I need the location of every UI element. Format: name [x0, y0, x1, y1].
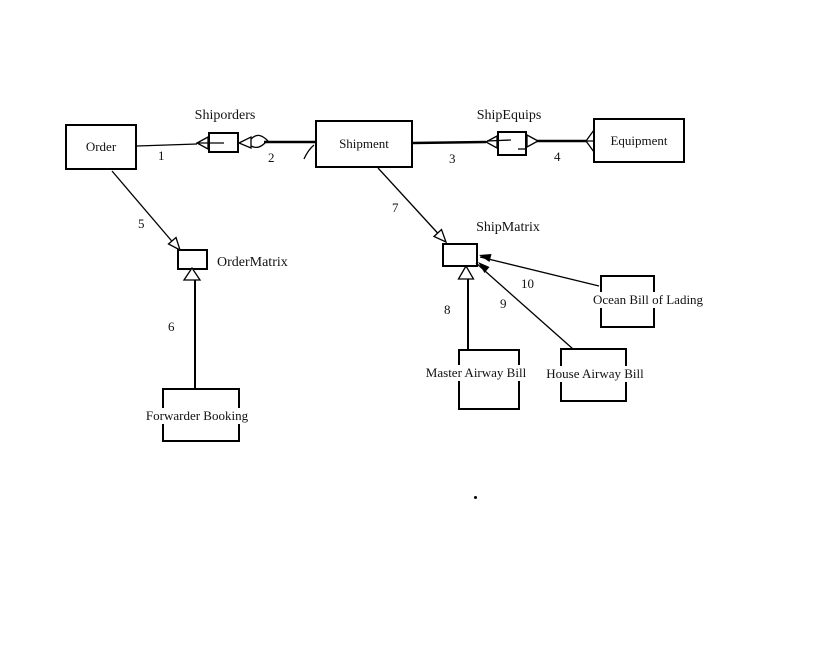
edge-7-line: [377, 167, 445, 241]
edge-3-line: [412, 140, 487, 145]
shiporders-crowfoot-tail-upper: [250, 134, 269, 142]
edge-10-line: [479, 256, 600, 287]
entity-order-label: Order: [85, 139, 117, 154]
edge-1-number: 1: [158, 148, 165, 163]
ordermatrix-top-arrow-icon: [167, 236, 182, 252]
shipment-left-crowfoot-tick: [303, 144, 315, 160]
shipmatrix-bottom-arrow-icon: [457, 264, 475, 280]
entity-order-matrix-label: OrderMatrix: [217, 255, 288, 270]
ordermatrix-bottom-arrow-icon: [182, 266, 202, 281]
relationship-shipequips-label: ShipEquips: [476, 108, 542, 123]
edge-8-number: 8: [444, 302, 451, 317]
entity-equipment-label: Equipment: [610, 132, 668, 148]
edge-10-number: 10: [521, 276, 534, 291]
edge-5-line: [111, 170, 177, 247]
entity-ship-matrix-label: ShipMatrix: [476, 220, 540, 235]
entity-house-airway-bill-label: House Airway Bill: [545, 366, 645, 382]
edge-1-line: [136, 143, 198, 147]
edge-7-number: 7: [392, 200, 399, 215]
entity-forwarder-booking-label: Forwarder Booking: [144, 408, 250, 424]
shipmatrix-right-upper-arrow-icon: [479, 254, 492, 262]
shipmatrix-topleft-arrow-icon: [432, 228, 448, 244]
equipment-crowfoot-icon: [585, 129, 595, 153]
edge-6-number: 6: [168, 319, 175, 334]
relationship-shipequips-box[interactable]: [497, 131, 527, 156]
entity-shipment-label: Shipment: [339, 136, 389, 151]
entity-shipment[interactable]: Shipment: [315, 120, 413, 168]
shipequips-right-arrow-icon: [526, 133, 540, 149]
entity-order[interactable]: Order: [65, 124, 137, 170]
entity-ship-matrix-box[interactable]: [442, 243, 478, 267]
shipequips-left-arrow-icon: [484, 134, 498, 150]
edge-5-number: 5: [138, 216, 145, 231]
shiporders-crowfoot-tail-lower: [250, 141, 267, 149]
relationship-shiporders-label: Shiporders: [194, 108, 256, 123]
stray-dot: [474, 496, 477, 499]
entity-ocean-bill-of-lading-label: Ocean Bill of Lading: [591, 292, 705, 308]
edge-9-line: [475, 262, 574, 350]
edge-9-number: 9: [500, 296, 507, 311]
shipmatrix-right-lower-arrow-icon: [478, 262, 490, 273]
entity-master-airway-bill-label: Master Airway Bill: [424, 365, 528, 381]
shipequips-inner-line-left: [486, 139, 512, 142]
entity-equipment[interactable]: Equipment: [593, 118, 685, 163]
shiporders-right-arrow-icon: [237, 135, 252, 149]
edge-3-number: 3: [449, 151, 456, 166]
edge-2-number: 2: [268, 150, 275, 165]
edge-4-number: 4: [554, 149, 561, 164]
